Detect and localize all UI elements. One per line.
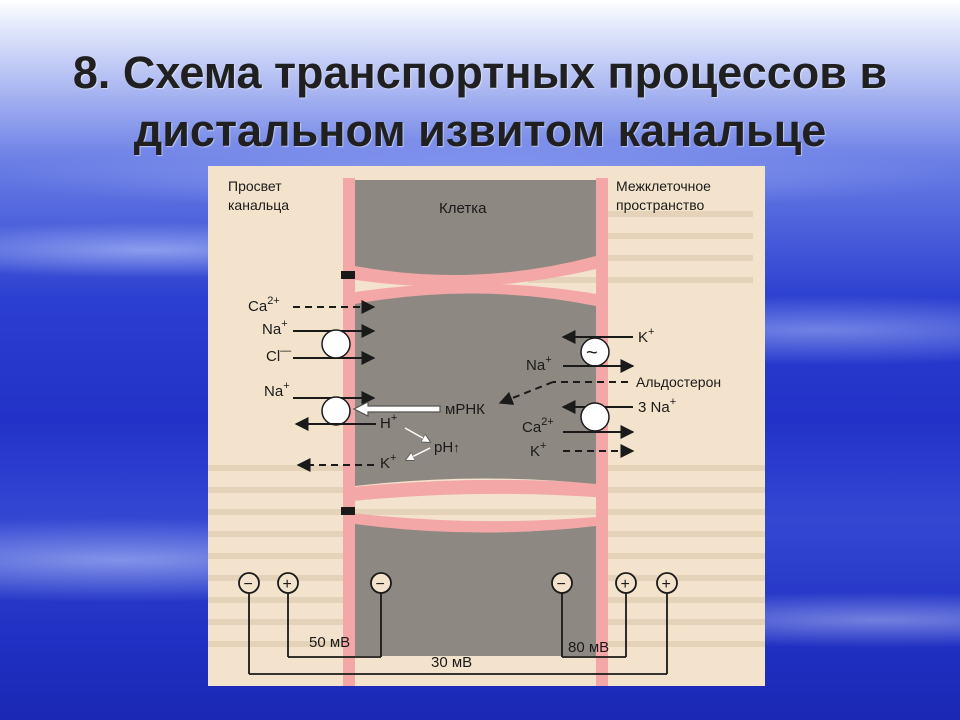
svg-text:−: − [244,576,253,593]
cell-label: Клетка [439,200,487,217]
svg-text:+: + [621,576,630,593]
svg-text:Ca2+: Ca2+ [248,295,280,315]
mrna-arrow [352,401,441,417]
left-ion-cl: Cl— [266,345,291,365]
svg-text:K+: K+ [530,440,546,460]
ph-label: pH↑ [434,439,460,456]
electrode-cell-minus-right: − [551,572,573,594]
electrode-wires [248,592,668,675]
voltage-50mv: 50 мВ [309,634,350,651]
svg-text:Cl—: Cl— [266,345,291,365]
cell-middle [355,293,596,486]
electrode-lumen-minus: − [238,572,260,594]
svg-text:Na+: Na+ [526,354,552,374]
left-ion-h: H+ [380,412,397,432]
right-ion-ca: Ca2+ [522,416,554,436]
interstitial-label-2: пространство [616,197,705,213]
svg-text:Ca2+: Ca2+ [522,416,554,436]
channel-circle-2 [321,396,351,426]
svg-text:+: + [662,576,671,593]
arrow-ph-to-k [406,447,431,460]
voltage-30mv: 30 мВ [431,654,472,671]
arrow-aldosterone-diag [498,381,554,405]
tight-junction-bottom [341,507,355,515]
svg-text:H+: H+ [380,412,397,432]
aldosterone-label: Альдостерон [636,374,721,390]
lumen-label-1: Просвет [228,178,282,194]
membrane [343,178,608,686]
svg-text:K+: K+ [638,326,654,346]
interstitial-label-1: Межклеточное [616,178,711,194]
electrode-lumen-plus: + [277,572,299,594]
svg-text:−: − [557,576,566,593]
svg-text:Na+: Na+ [264,380,290,400]
pump-symbol: ~ [586,342,598,364]
na-ca-exchanger-circle [580,402,610,432]
svg-text:+: + [283,576,292,593]
tight-junction-top [341,271,355,279]
electrode-interstitial-plus-2: + [656,572,678,594]
svg-text:−: − [376,576,385,593]
left-ion-na2: Na+ [264,380,290,400]
slide-title-line-2: дистальном извитом канальце [133,105,827,156]
lumen-label-2: канальца [228,197,289,213]
electrode-interstitial-plus-1: + [615,572,637,594]
cotransporter-circle-1 [321,329,351,359]
left-ion-ca: Ca2+ [248,295,280,315]
right-ion-k2: K+ [530,440,546,460]
slide-title-line-1: 8. Схема транспортных процессов в [72,47,888,98]
right-ion-na: Na+ [526,354,552,374]
svg-text:K+: K+ [380,452,396,472]
arrow-h-to-ph [404,427,430,442]
right-ion-3na: 3 Na+ [638,396,676,416]
svg-text:Na+: Na+ [262,318,288,338]
mrna-label: мРНК [445,401,485,418]
cell-top [355,180,596,275]
cell-bottom [355,524,596,656]
left-ion-na1: Na+ [262,318,288,338]
right-ion-k: K+ [638,326,654,346]
transport-diagram: Просвет канальца Межклеточное пространст… [208,166,765,686]
electrode-cell-minus: − [370,572,392,594]
svg-text:3 Na+: 3 Na+ [638,396,676,416]
left-ion-k: K+ [380,452,396,472]
voltage-80mv: 80 мВ [568,639,609,656]
